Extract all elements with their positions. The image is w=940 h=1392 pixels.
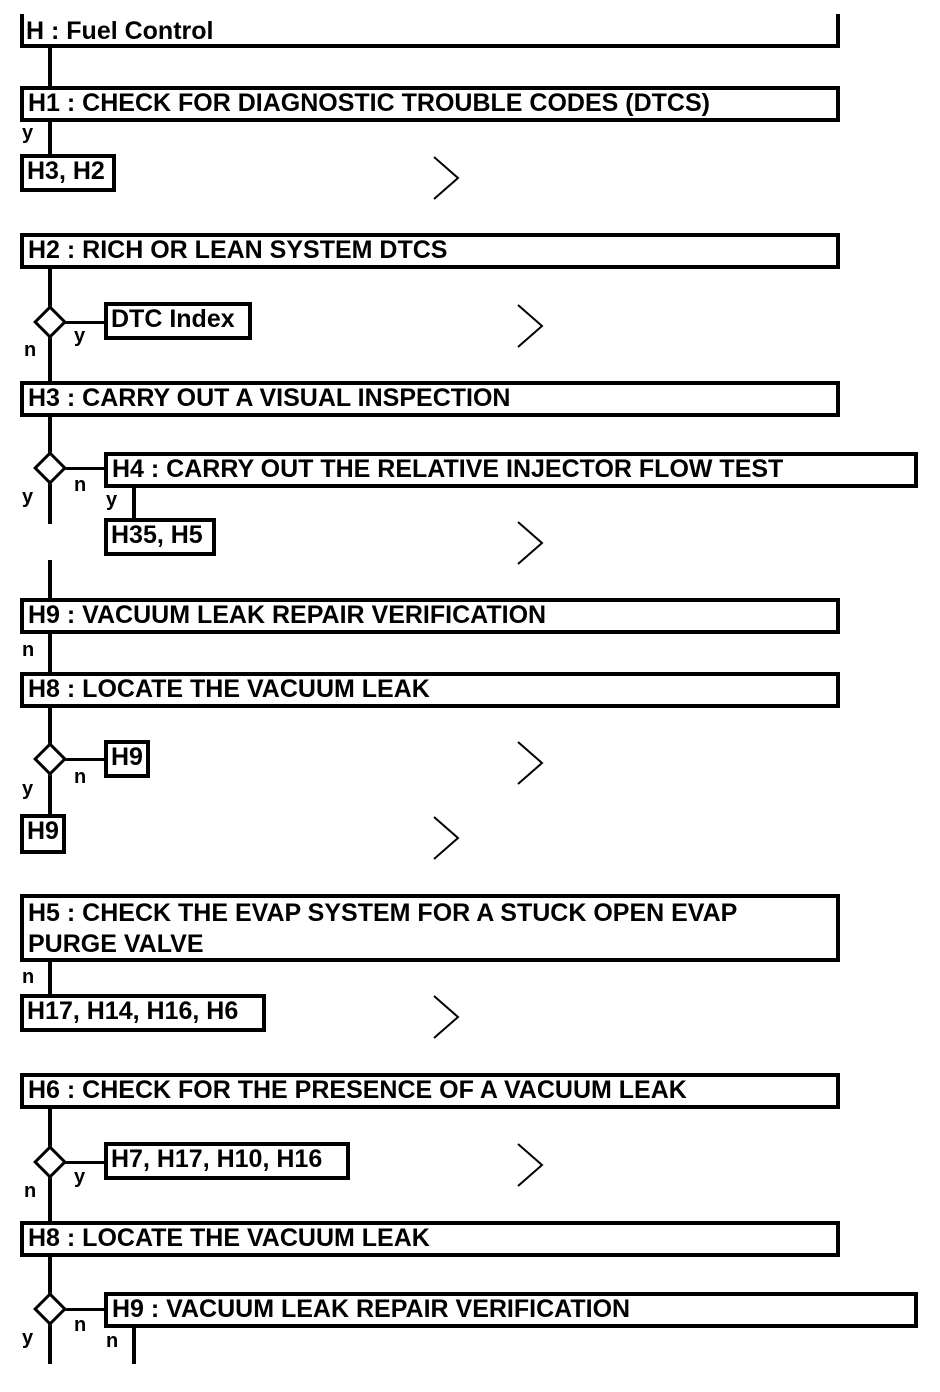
branch-label-yes: y [74,325,86,347]
connector-line [48,48,52,88]
branch-line [64,1161,108,1164]
step-h8-first[interactable]: H8 : LOCATE THE VACUUM LEAK [20,672,840,708]
connector-line [20,14,24,48]
ref-box-h1-yes[interactable]: H3, H2 [20,154,116,192]
connector-line [836,14,840,48]
step-h6[interactable]: H6 : CHECK FOR THE PRESENCE OF A VACUUM … [20,1073,840,1109]
branch-line [64,1308,108,1311]
ref-box-h6-yes[interactable]: H7, H17, H10, H16 [104,1142,350,1180]
ref-box-h5-no[interactable]: H17, H14, H16, H6 [20,994,266,1032]
step-h2[interactable]: H2 : RICH OR LEAN SYSTEM DTCS [20,233,840,269]
branch-label-yes: y [22,122,34,144]
branch-label-no: n [74,474,87,496]
step-h4[interactable]: H4 : CARRY OUT THE RELATIVE INJECTOR FLO… [104,452,918,488]
flowchart-title: H : Fuel Control [26,17,214,45]
decision-diamond-icon [33,1145,67,1179]
chevron-right-icon[interactable] [516,303,546,349]
chevron-right-icon[interactable] [516,740,546,786]
branch-line [64,321,108,324]
step-h1[interactable]: H1 : CHECK FOR DIAGNOSTIC TROUBLE CODES … [20,86,840,122]
branch-label-no: n [22,639,35,661]
chevron-right-icon[interactable] [516,520,546,566]
decision-diamond-icon [33,1292,67,1326]
branch-label-no: n [106,1330,119,1352]
branch-label-no: n [24,1180,37,1202]
ref-box-h4-yes[interactable]: H35, H5 [104,518,216,556]
step-h3[interactable]: H3 : CARRY OUT A VISUAL INSPECTION [20,381,840,417]
branch-label-yes: y [106,489,118,511]
connector-line [132,1326,136,1364]
step-h8-second[interactable]: H8 : LOCATE THE VACUUM LEAK [20,1221,840,1257]
chevron-right-icon[interactable] [432,815,462,861]
ref-box-h2-yes[interactable]: DTC Index [104,302,252,340]
decision-diamond-icon [33,742,67,776]
title-bottom-rule [20,44,840,48]
connector-line [48,560,52,600]
connector-line [132,486,136,520]
branch-label-no: n [74,766,87,788]
branch-label-yes: y [22,778,34,800]
branch-label-no: n [74,1314,87,1336]
branch-label-no: n [22,966,35,988]
ref-box-h8-yes[interactable]: H9 [20,814,66,854]
branch-label-yes: y [22,486,34,508]
connector-line [48,120,52,156]
chevron-right-icon[interactable] [516,1142,546,1188]
step-h9-second[interactable]: H9 : VACUUM LEAK REPAIR VERIFICATION [104,1292,918,1328]
branch-line [64,758,108,761]
decision-diamond-icon [33,451,67,485]
connector-line [48,632,52,674]
step-h5[interactable]: H5 : CHECK THE EVAP SYSTEM FOR A STUCK O… [20,894,840,962]
branch-label-yes: y [22,1327,34,1349]
decision-diamond-icon [33,305,67,339]
ref-box-h8-no[interactable]: H9 [104,740,150,778]
step-h9-first[interactable]: H9 : VACUUM LEAK REPAIR VERIFICATION [20,598,840,634]
chevron-right-icon[interactable] [432,994,462,1040]
connector-line [48,960,52,996]
chevron-right-icon[interactable] [432,155,462,201]
branch-label-yes: y [74,1166,86,1188]
branch-label-no: n [24,339,37,361]
branch-line [64,467,108,470]
